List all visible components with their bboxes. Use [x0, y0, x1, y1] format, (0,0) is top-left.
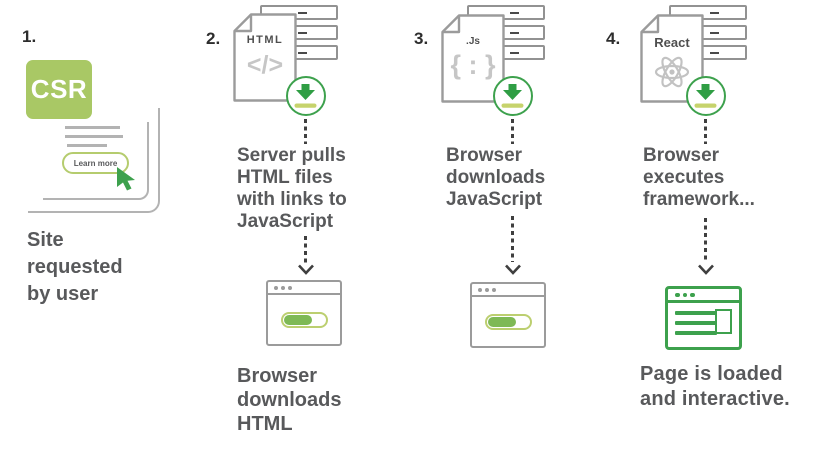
server-bar-dash [510, 51, 519, 55]
page-text-line [65, 126, 120, 129]
server-bar-dash [510, 31, 519, 35]
arrow-down-icon [698, 264, 714, 275]
caption-line: HTML [237, 413, 293, 435]
caption-line: framework... [643, 189, 755, 210]
file-outline [441, 14, 505, 103]
step-3-number: 3. [414, 29, 429, 48]
download-icon [493, 76, 533, 116]
caption-line: Server pulls [237, 145, 346, 166]
connector-dashed-line [704, 119, 707, 144]
caption-line: and interactive. [640, 388, 790, 410]
browser-titlebar [268, 282, 340, 295]
arrow-down-icon [505, 264, 521, 275]
file-outline [640, 14, 704, 103]
progress-fill [284, 315, 313, 325]
caption-line: Browser [643, 145, 720, 166]
atom-icon [654, 56, 690, 88]
step-2-caption-bottom: Browser downloads HTML [237, 364, 341, 436]
server-bar-dash [298, 11, 307, 15]
server-bar-dash [710, 31, 719, 35]
window-dot [288, 285, 292, 290]
page-text-line [65, 135, 123, 138]
server-bar-dash [298, 51, 307, 55]
file-outline [233, 13, 297, 102]
file-label: React [654, 35, 690, 50]
connector-dashed-line [304, 236, 307, 263]
caption-line: Site [27, 229, 64, 251]
browser-loading-icon [266, 280, 342, 346]
cursor-icon [117, 167, 135, 191]
window-dot [478, 287, 482, 292]
file-label: HTML [246, 34, 284, 46]
server-bar-dash [710, 51, 719, 55]
window-dot [274, 285, 278, 290]
curly-braces-icon: { : } [450, 50, 496, 80]
step-2-caption: Server pulls HTML files with links to Ja… [237, 145, 347, 233]
browser-loading-icon [470, 282, 546, 348]
window-dot [690, 292, 695, 297]
browser-titlebar [668, 289, 739, 303]
arrow-down-icon [298, 264, 314, 275]
progress-bar [485, 314, 532, 330]
step-1-number: 1. [22, 27, 37, 46]
download-icon [286, 76, 326, 116]
browser-titlebar [472, 284, 544, 297]
connector-dashed-line [511, 216, 514, 262]
learn-more-button[interactable]: Learn more [62, 152, 129, 174]
window-dot [492, 287, 496, 292]
window-dot [675, 292, 680, 297]
content-line [675, 321, 717, 325]
content-line [675, 311, 717, 315]
content-image-box [715, 309, 732, 334]
page-text-line [67, 144, 107, 147]
caption-line: with links to [237, 189, 347, 210]
caption-line: requested [27, 256, 123, 278]
connector-dashed-line [511, 119, 514, 144]
progress-bar [281, 312, 328, 328]
step-4-caption: Browser executes framework... [643, 145, 755, 211]
caption-line: Browser [446, 145, 523, 166]
caption-line: downloads [446, 167, 546, 188]
connector-dashed-line [304, 119, 307, 144]
window-dot [485, 287, 489, 292]
server-bar-dash [298, 31, 307, 35]
caption-line: by user [27, 283, 99, 305]
react-file-icon: React [640, 14, 704, 103]
caption-line: JavaScript [446, 189, 543, 210]
window-dot [281, 285, 285, 290]
download-icon [686, 76, 726, 116]
progress-fill [488, 317, 517, 327]
file-label: .Js [466, 36, 480, 47]
caption-line: downloads [237, 389, 342, 411]
step-4-caption-bottom: Page is loaded and interactive. [640, 362, 790, 412]
caption-line: JavaScript [237, 211, 334, 232]
browser-loaded-icon [665, 286, 742, 350]
js-file-icon: .Js { : } [441, 14, 505, 103]
code-brackets-icon: </> [246, 51, 284, 79]
caption-line: HTML files [237, 167, 333, 188]
page-outline-outer [28, 108, 160, 213]
server-bar-dash [710, 11, 719, 15]
content-line [675, 331, 717, 335]
window-dot [682, 292, 687, 297]
csr-badge-label: CSR [30, 74, 88, 104]
step-4-number: 4. [606, 29, 621, 48]
html-file-icon: HTML </> [233, 13, 297, 102]
step-1-caption: Site requested by user [27, 227, 123, 308]
caption-line: Browser [237, 365, 318, 387]
step-2-number: 2. [206, 29, 221, 48]
connector-dashed-line [704, 218, 707, 262]
caption-line: executes [643, 167, 725, 188]
server-bar-dash [510, 11, 519, 15]
caption-line: Page is loaded [640, 363, 783, 385]
step-3-caption: Browser downloads JavaScript [446, 145, 545, 211]
page-outline-inner [43, 122, 149, 200]
